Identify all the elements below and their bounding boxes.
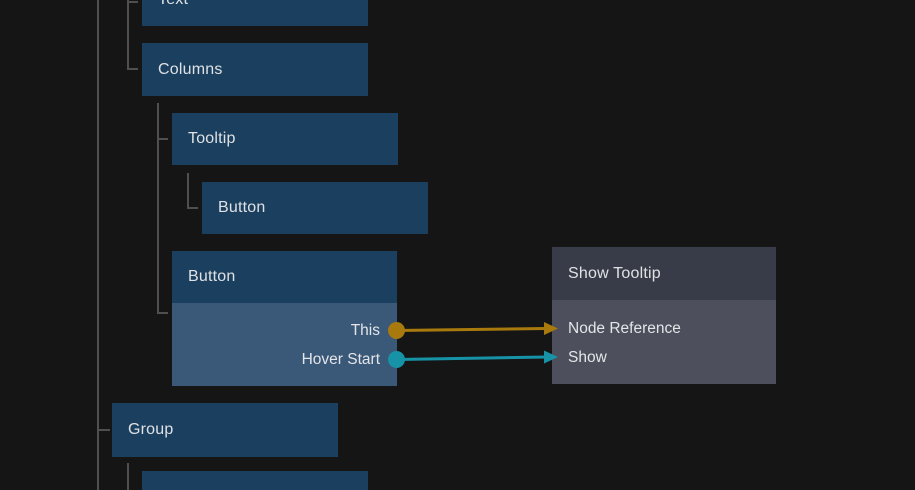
wire-hover-start-to-show xyxy=(396,355,547,361)
tree-line-text-tick xyxy=(127,1,138,3)
tree-line-button-nested-elbow xyxy=(187,207,198,209)
tree-node-group-label: Group xyxy=(128,421,174,438)
output-port-hover-start-label: Hover Start xyxy=(301,350,380,368)
tree-line-root-vertical xyxy=(97,0,99,490)
tree-line-columns-elbow xyxy=(127,68,138,70)
wire-this-to-node-reference xyxy=(396,327,547,332)
tree-node-text[interactable]: Text xyxy=(142,0,368,26)
tree-node-text-label: Text xyxy=(142,0,188,9)
output-port-this[interactable]: This xyxy=(172,316,380,345)
action-node-show-tooltip[interactable]: Show Tooltip Node Reference Show xyxy=(552,247,776,384)
action-node-body: Node Reference Show xyxy=(552,300,776,384)
output-port-hover-start[interactable]: Hover Start xyxy=(172,345,380,374)
tree-node-group[interactable]: Group xyxy=(112,403,338,457)
tree-line-columns-children xyxy=(157,103,159,314)
tree-node-tooltip-label: Tooltip xyxy=(188,130,236,147)
tree-node-button-nested[interactable]: Button xyxy=(202,182,428,234)
input-port-show[interactable]: Show xyxy=(568,343,776,372)
tree-line-group-children xyxy=(127,463,129,490)
tree-node-button-nested-label: Button xyxy=(218,199,266,216)
tree-line-tooltip-tick xyxy=(157,138,168,140)
button-node-title: Button xyxy=(188,268,236,285)
input-port-show-label: Show xyxy=(568,348,607,366)
tree-node-columns[interactable]: Columns xyxy=(142,43,368,96)
output-port-this-label: This xyxy=(350,321,380,339)
tree-line-tooltip-children xyxy=(187,173,189,209)
tree-line-button-elbow xyxy=(157,312,168,314)
input-port-node-reference[interactable]: Node Reference xyxy=(568,314,776,343)
button-node-header[interactable]: Button xyxy=(172,251,397,303)
tree-node-tooltip[interactable]: Tooltip xyxy=(172,113,398,165)
tree-node-partial-bottom[interactable] xyxy=(142,471,368,490)
input-port-node-reference-label: Node Reference xyxy=(568,319,681,337)
tree-node-button-expanded[interactable]: Button This Hover Start xyxy=(172,251,397,386)
tree-line-group-tick xyxy=(97,429,110,431)
action-node-title: Show Tooltip xyxy=(568,264,661,282)
button-node-ports-body: This Hover Start xyxy=(172,303,397,386)
action-node-header[interactable]: Show Tooltip xyxy=(552,247,776,300)
tree-node-columns-label: Columns xyxy=(158,60,223,78)
tree-line-level2-vertical xyxy=(127,0,129,70)
